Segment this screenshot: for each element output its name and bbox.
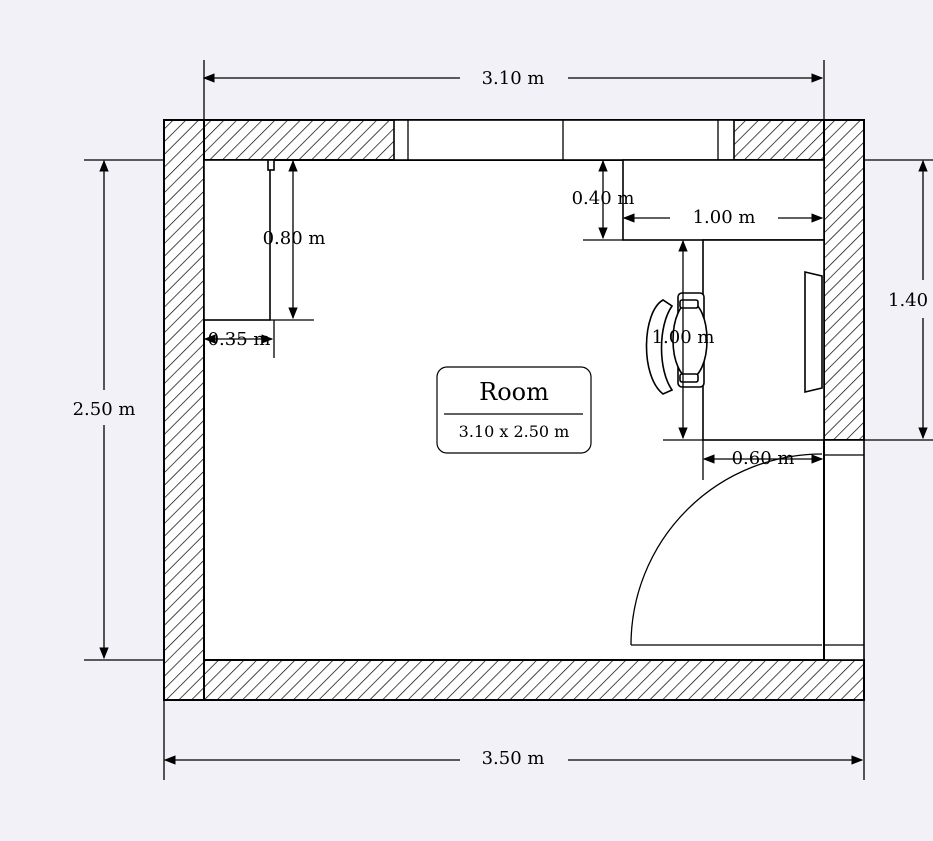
dimension-shelf-offset: 0.40 m [572,159,635,241]
label-inner-height: 2.50 m [73,399,136,420]
window [393,119,735,161]
label-desk-depth: 0.60 m [732,448,795,469]
dimension-desk-length: 1.00 m [652,239,715,441]
dimension-inner-height: 2.50 m [73,159,164,661]
right-wall-upper [823,119,865,441]
wardrobe [203,159,275,321]
dimension-inner-width: 3.10 m [202,60,825,160]
dimension-wardrobe-depth: 0.80 m [263,159,326,321]
left-wall [163,119,205,701]
label-wardrobe-depth: 0.80 m [263,228,326,249]
label-right-segment: 1.40 [888,290,928,311]
label-desk-width: 1.00 m [693,207,756,228]
label-outer-width: 3.50 m [482,748,545,769]
monitor-icon [804,270,823,394]
dimension-desk-depth: 0.60 m [702,440,824,480]
room-size: 3.10 x 2.50 m [459,422,570,441]
room-name: Room [479,378,549,406]
wall-shelf [622,159,825,241]
dimension-right-segment: 1.40 [864,159,933,441]
walls [163,119,865,701]
desk [702,239,825,441]
dimension-outer-width: 3.50 m [163,700,865,780]
room-label: Room 3.10 x 2.50 m [436,366,592,454]
label-shelf-offset: 0.40 m [572,188,635,209]
label-inner-width: 3.10 m [482,68,545,89]
label-desk-length: 1.00 m [652,327,715,348]
dimension-desk-width: 1.00 m [622,207,824,228]
bottom-wall [163,659,865,701]
door-jamb [823,439,865,661]
label-wardrobe-width: 0.35 m [208,329,271,350]
dimension-wardrobe-width: 0.35 m [203,320,275,358]
